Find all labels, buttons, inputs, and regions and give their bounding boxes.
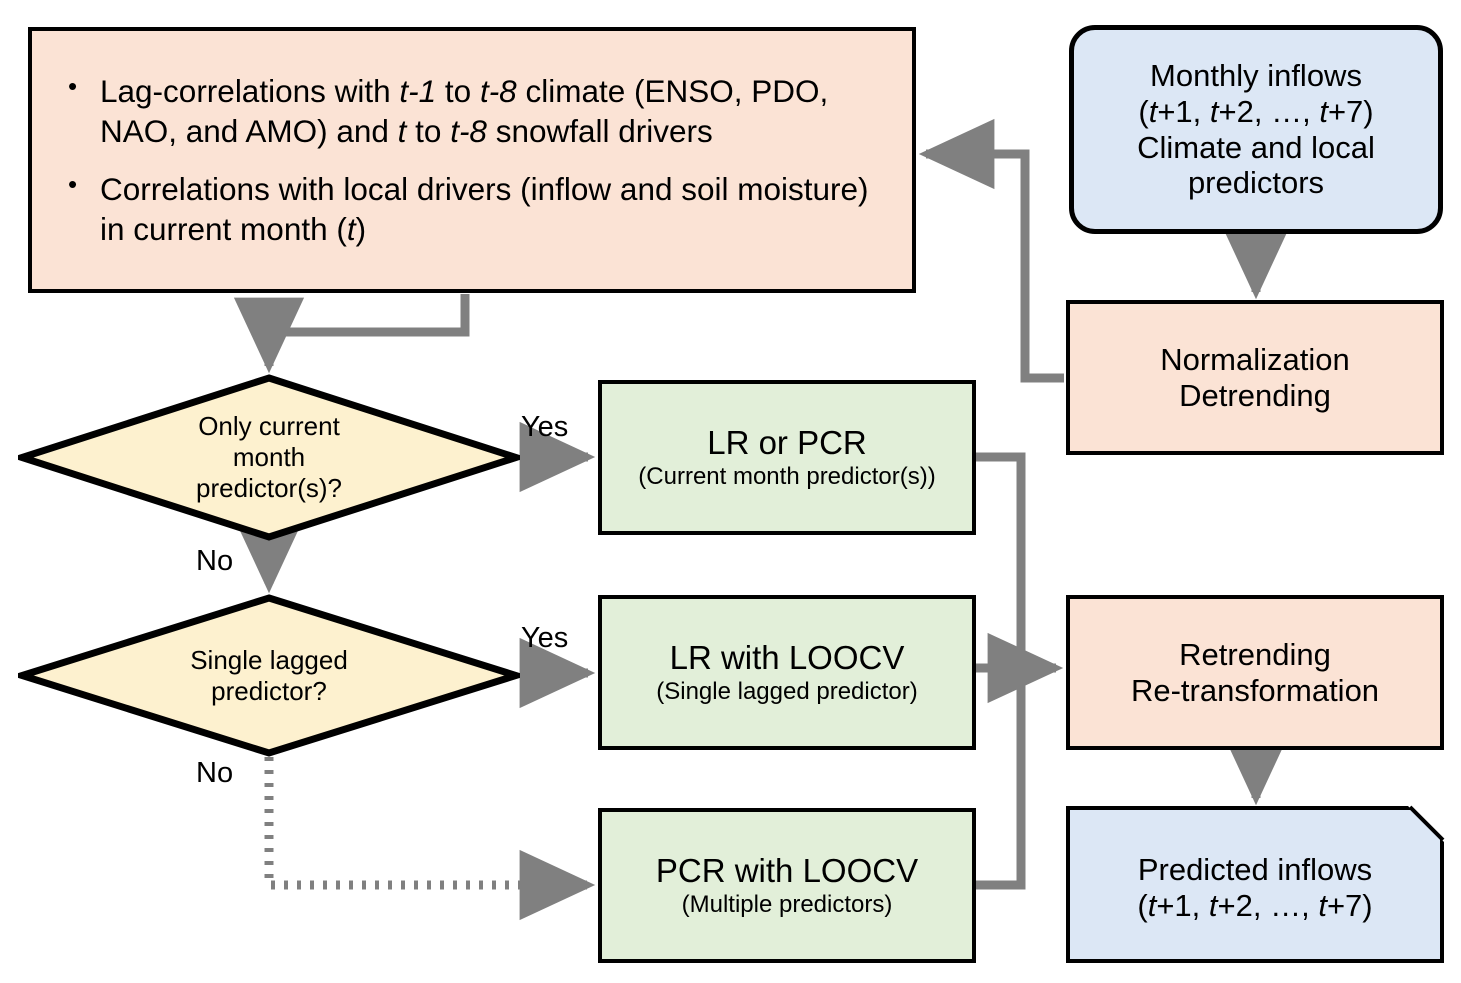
edge-normalization-to-correlations [918, 118, 1064, 383]
lr-or-pcr-subtitle: (Current month predictor(s)) [638, 463, 936, 491]
edge-correlations-to-decision1 [233, 294, 470, 374]
edge-pcr-loocv-to-bus [976, 668, 1026, 890]
monthly-inflows-input-box: Monthly inflows(t+1, t+2, …, t+7)Climate… [1069, 25, 1443, 234]
model-pcr-with-loocv-box: PCR with LOOCV (Multiple predictors) [598, 808, 976, 963]
edge-label-yes-decision1: Yes [521, 411, 569, 443]
lr-with-loocv-title: LR with LOOCV [669, 638, 905, 676]
edge-label-yes-decision2: Yes [521, 622, 569, 654]
lr-with-loocv-subtitle: (Single lagged predictor) [656, 678, 918, 706]
pcr-with-loocv-subtitle: (Multiple predictors) [681, 891, 893, 919]
monthly-inflows-text: Monthly inflows(t+1, t+2, …, t+7)Climate… [1137, 57, 1375, 201]
pcr-with-loocv-title: PCR with LOOCV [655, 851, 919, 889]
model-lr-or-pcr-box: LR or PCR (Current month predictor(s)) [598, 380, 976, 535]
edge-label-no-decision1: No [196, 545, 234, 577]
diamond-shape [18, 374, 520, 541]
bullet-item: Correlations with local drivers (inflow … [62, 168, 890, 250]
predicted-inflows-text: Predicted inflows(t+1, t+2, …, t+7) [1137, 851, 1373, 923]
edge-decision2-no-to-pcr-loocv [264, 757, 596, 921]
diamond-shape [18, 594, 520, 757]
folded-document-shape [1066, 806, 1444, 963]
model-lr-with-loocv-box: LR with LOOCV (Single lagged predictor) [598, 595, 976, 750]
edge-lr-pcr-to-bus [976, 452, 1026, 668]
correlation-analysis-box: Lag-correlations with t-1 to t-8 climate… [28, 27, 916, 293]
folded-corner-edge-icon [1408, 805, 1445, 842]
lr-or-pcr-title: LR or PCR [707, 423, 867, 461]
bullet-item: Lag-correlations with t-1 to t-8 climate… [62, 70, 890, 152]
correlation-bullet-list: Lag-correlations with t-1 to t-8 climate… [62, 70, 890, 250]
edge-label-no-decision2: No [196, 757, 234, 789]
predicted-inflows-output-box: Predicted inflows(t+1, t+2, …, t+7) [1066, 804, 1446, 963]
